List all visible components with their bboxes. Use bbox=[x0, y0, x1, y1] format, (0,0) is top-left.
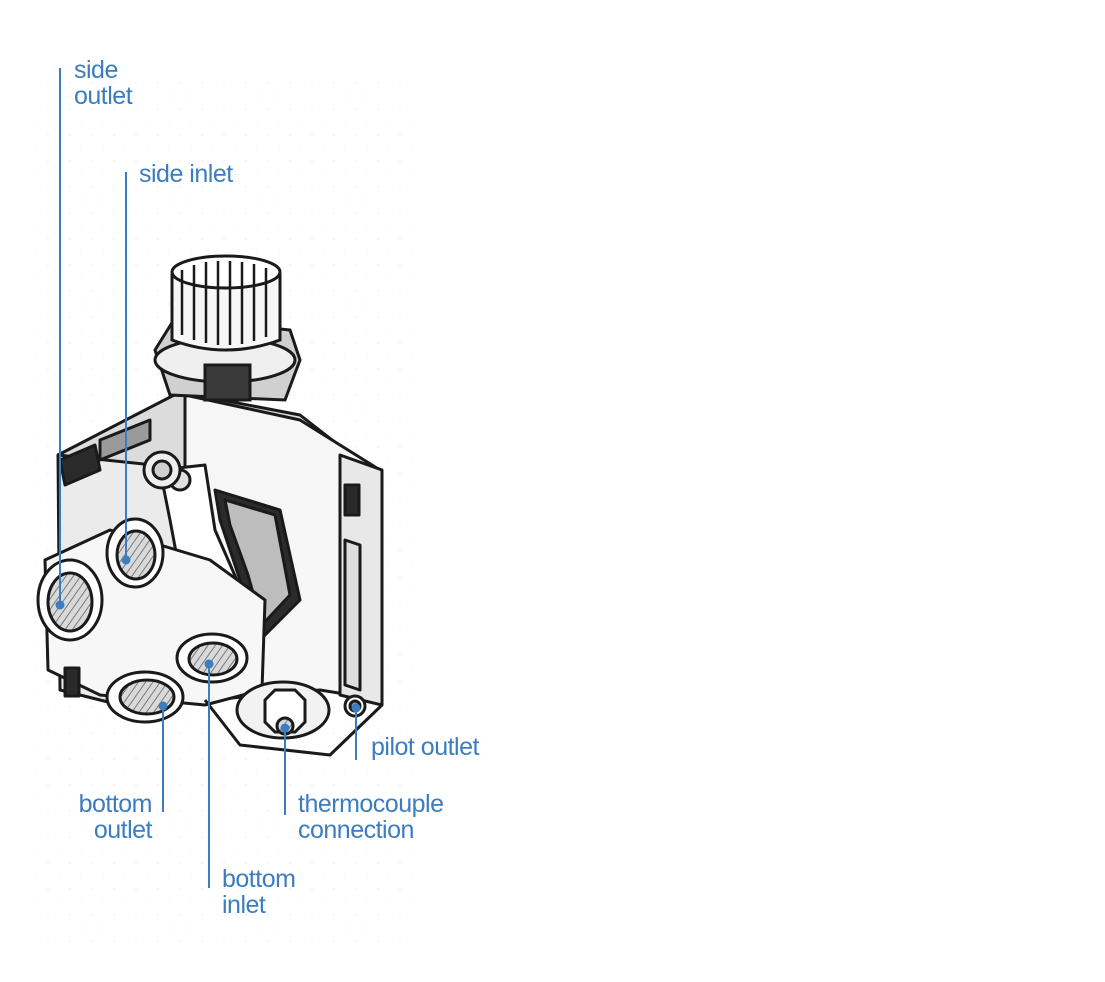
label-pilot-outlet: pilot outlet bbox=[371, 734, 479, 760]
dot-side-inlet bbox=[121, 555, 131, 565]
valve-body bbox=[43, 390, 384, 757]
label-side-outlet: side outlet bbox=[74, 56, 133, 110]
label-side-inlet: side inlet bbox=[139, 161, 233, 187]
label-thermocouple-connection: thermocouple connection bbox=[298, 790, 444, 844]
label-bottom-outlet-line1: bottom bbox=[78, 790, 153, 818]
label-thermocouple-line2: connection bbox=[298, 816, 414, 844]
label-side-inlet-line1: side inlet bbox=[139, 160, 233, 188]
label-bottom-inlet: bottom inlet bbox=[222, 865, 296, 919]
ports bbox=[36, 517, 367, 740]
label-side-outlet-line2: outlet bbox=[74, 82, 133, 110]
label-pilot-outlet-line1: pilot outlet bbox=[371, 733, 479, 761]
label-bottom-inlet-line2: inlet bbox=[222, 891, 266, 919]
dot-side-outlet bbox=[55, 600, 65, 610]
dot-bottom-outlet bbox=[158, 701, 168, 711]
dot-thermocouple bbox=[280, 723, 290, 733]
label-bottom-outlet: bottom outlet bbox=[60, 790, 153, 844]
leader-lines bbox=[55, 68, 361, 888]
label-side-outlet-line1: side bbox=[74, 56, 118, 84]
label-bottom-inlet-line1: bottom bbox=[222, 865, 296, 893]
label-bottom-outlet-line2: outlet bbox=[93, 816, 153, 844]
dot-bottom-inlet bbox=[204, 659, 214, 669]
dot-pilot-outlet bbox=[351, 703, 361, 713]
label-thermocouple-line1: thermocouple bbox=[298, 790, 444, 818]
knob-assembly bbox=[153, 254, 302, 402]
